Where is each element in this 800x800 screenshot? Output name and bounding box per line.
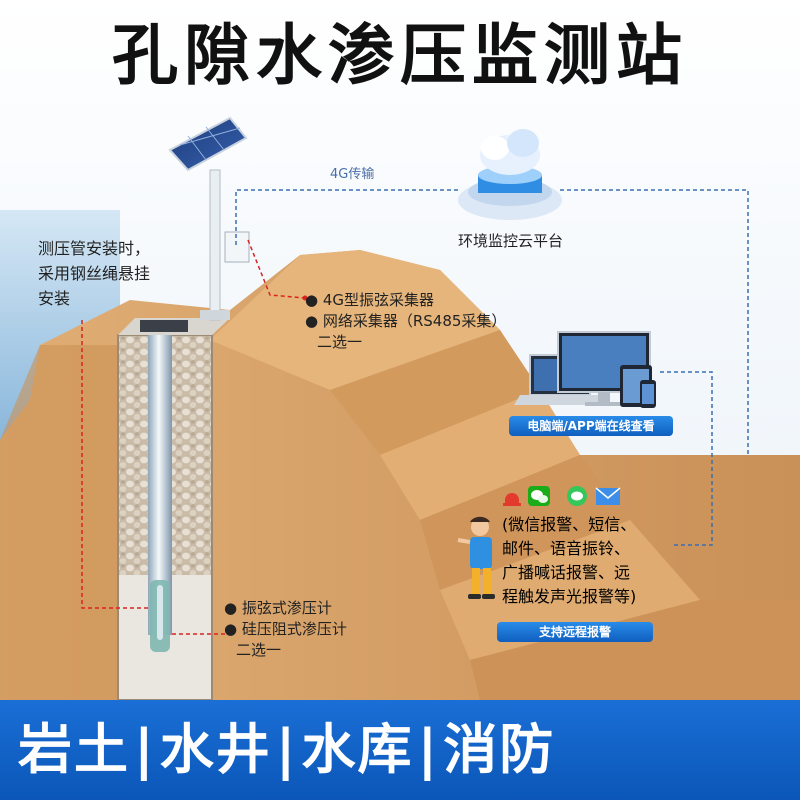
field-well: 水井 <box>159 718 272 781</box>
alarm-line-1: (微信报警、短信、 <box>502 515 637 534</box>
sensor-options: ● 振弦式渗压计 ● 硅压阻式渗压计 二选一 <box>224 598 347 661</box>
sms-icon <box>567 486 587 506</box>
wechat-icon <box>528 486 550 506</box>
remote-alarm-badge: 支持远程报警 <box>497 622 653 642</box>
monitor-icon <box>557 331 651 406</box>
pc-app-view-badge: 电脑端/APP端在线查看 <box>509 416 673 436</box>
bottom-banner <box>0 700 800 800</box>
mail-icon <box>595 487 621 505</box>
alarm-line-2: 邮件、语音振铃、 <box>502 539 631 558</box>
alarm-methods: (微信报警、短信、 邮件、语音振铃、 广播喊话报警、远 程触发声光报警等) <box>502 513 636 609</box>
alarm-line-4: 程触发声光报警等) <box>502 587 637 606</box>
field-reservoir: 水库 <box>301 718 414 781</box>
sensor-option-2: ● 硅压阻式渗压计 <box>224 620 347 638</box>
page-title: 孔隙水渗压监测站 <box>112 17 688 94</box>
collector-options: ● 4G型振弦采集器 ● 网络采集器（RS485采集） 二选一 <box>305 290 506 353</box>
alarm-light-icon <box>503 493 521 506</box>
application-fields: 岩土|水井|水库|消防 <box>18 718 556 781</box>
field-geotech: 岩土 <box>18 718 130 781</box>
collector-choose-one: 二选一 <box>317 333 363 351</box>
sensor-choose-one: 二选一 <box>236 641 282 659</box>
install-note: 测压管安装时，采用钢丝绳悬挂安装 <box>38 239 151 308</box>
person-figure <box>457 516 495 599</box>
collector-option-2: ● 网络采集器（RS485采集） <box>305 312 507 330</box>
cloud-platform-label: 环境监控云平台 <box>458 232 564 250</box>
transfer-label: 4G传输 <box>330 167 375 182</box>
field-fire: 消防 <box>443 718 556 781</box>
solar-panel-icon <box>168 116 248 172</box>
alarm-line-3: 广播喊话报警、远 <box>502 563 631 582</box>
cloud-platform-icon <box>458 129 562 220</box>
phone-icon <box>640 380 656 408</box>
sensor-option-1: ● 振弦式渗压计 <box>224 599 332 617</box>
collector-option-1: ● 4G型振弦采集器 <box>305 291 435 309</box>
